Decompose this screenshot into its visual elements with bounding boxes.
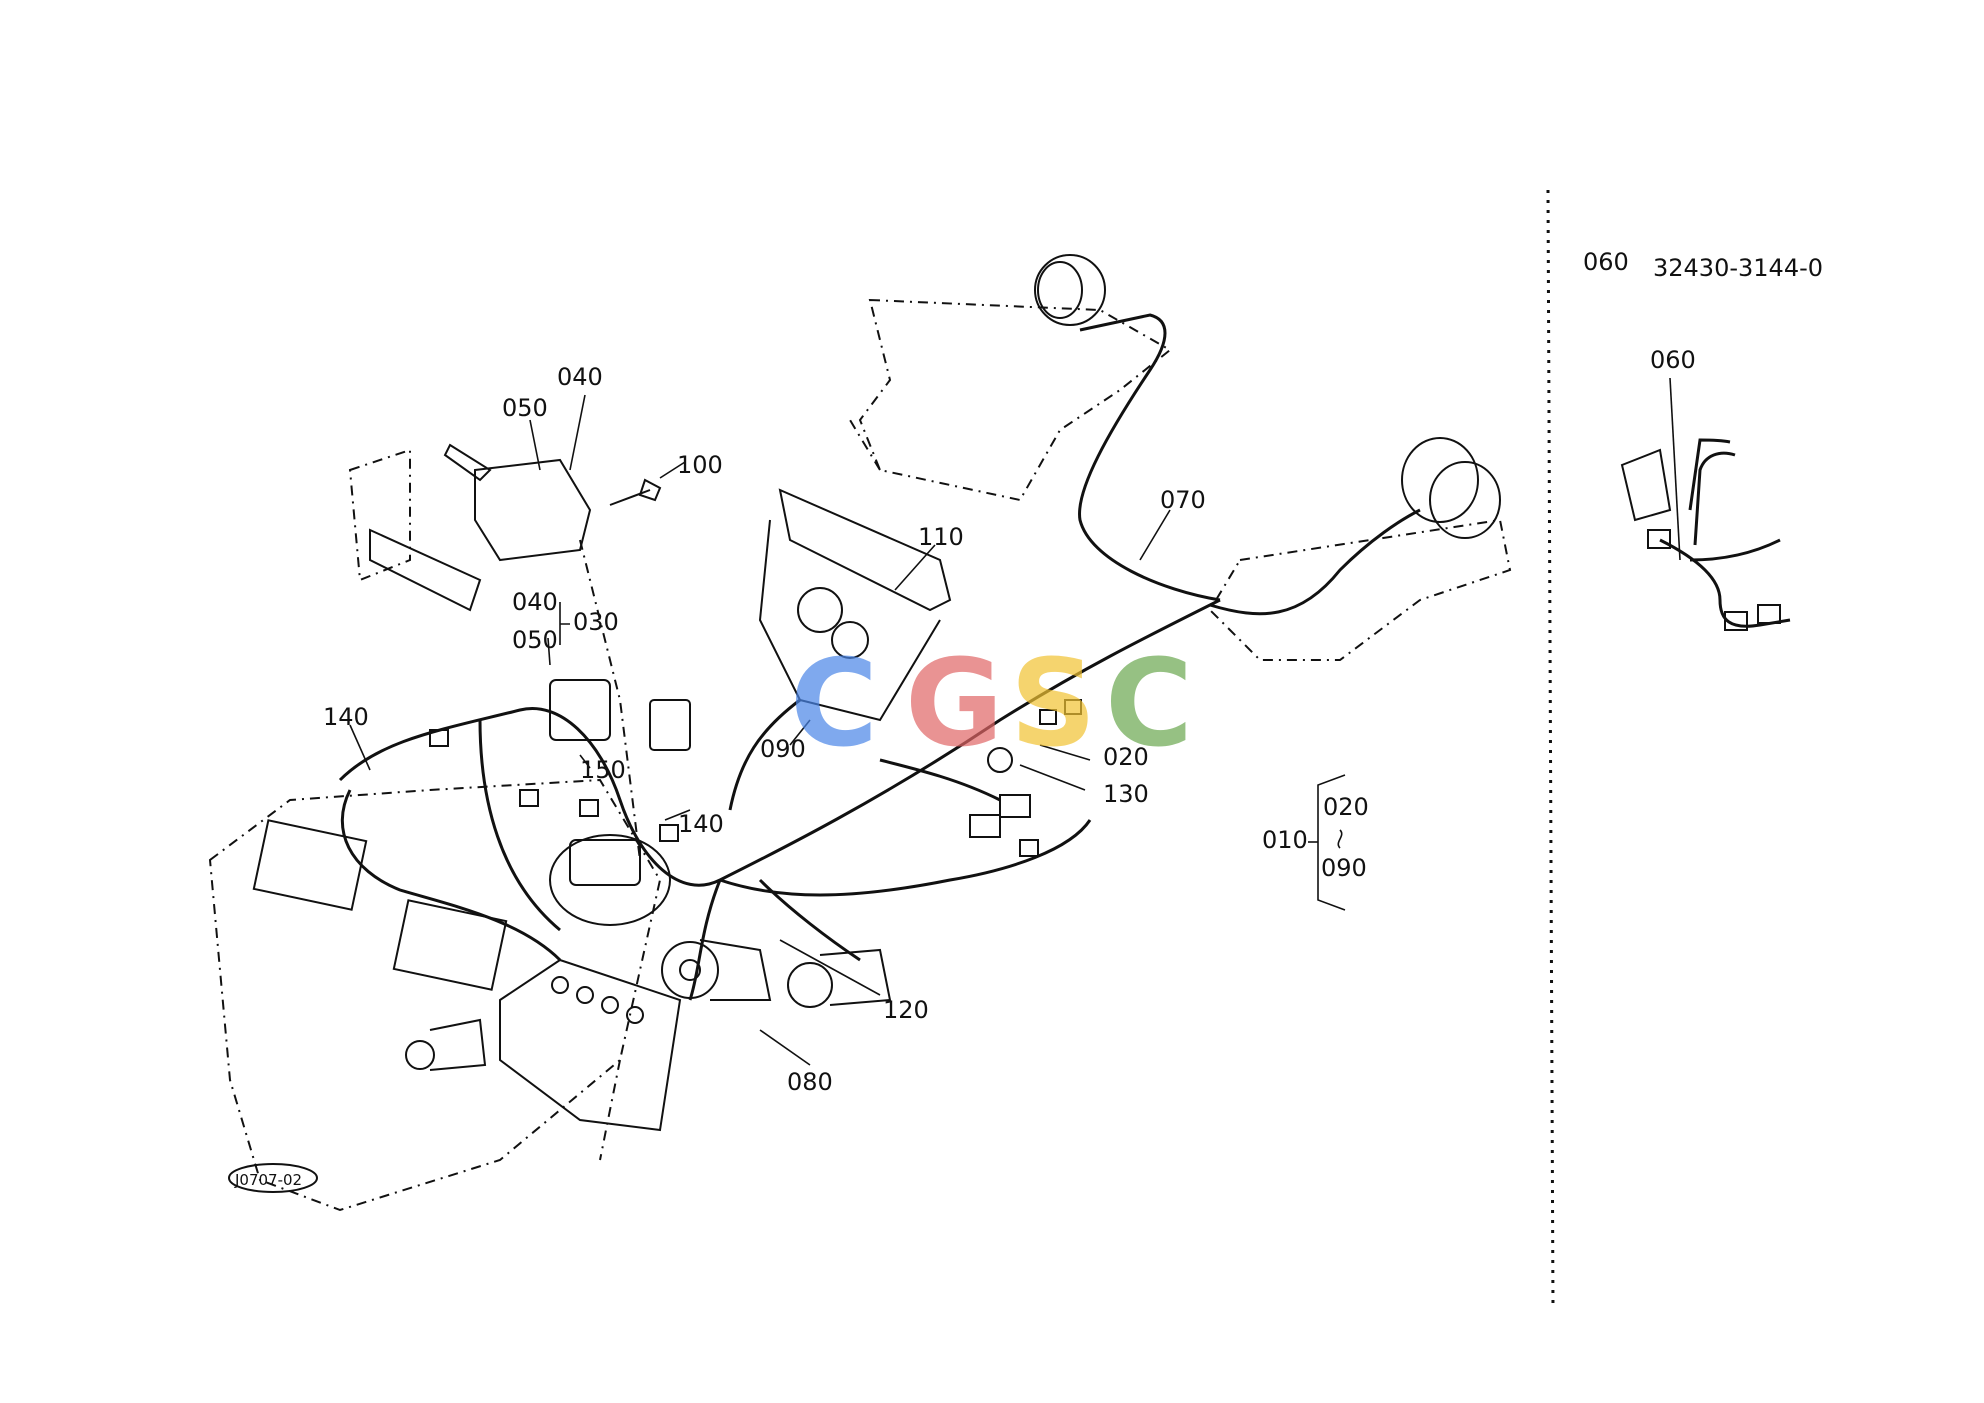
- callout-070: 070: [1160, 486, 1206, 514]
- horn: [405, 1018, 487, 1071]
- group-010-to: 090: [1321, 854, 1367, 882]
- watermark-letter-4: C: [1105, 635, 1193, 774]
- intake-heater: [569, 839, 641, 886]
- side-connector-3: [1757, 604, 1781, 624]
- starter-motor: [787, 948, 892, 1008]
- callout-130: 130: [1103, 780, 1149, 808]
- callout-140-left: 140: [323, 703, 369, 731]
- connectors: [429, 699, 1082, 857]
- callout-040-mid: 040: [512, 588, 558, 616]
- watermark-letter-1: C: [790, 635, 878, 774]
- side-panel-060: 060 32430-3144-0 060: [1583, 248, 1823, 631]
- alternator: [661, 939, 772, 1001]
- battery: [499, 958, 682, 1132]
- side-callout-060: 060: [1650, 346, 1696, 374]
- callout-140-mid: 140: [678, 810, 724, 838]
- side-relay: [1620, 448, 1672, 522]
- group-010-parent: 010: [1262, 826, 1308, 854]
- instrument-panel: [758, 488, 952, 722]
- side-part-number: 32430-3144-0: [1653, 254, 1823, 282]
- callout-110: 110: [918, 523, 964, 551]
- figure-code: J0707-02: [234, 1171, 302, 1189]
- callout-050-top: 050: [502, 394, 548, 422]
- callout-100: 100: [677, 451, 723, 479]
- callout-120: 120: [883, 996, 929, 1024]
- side-harness-main: [1659, 538, 1791, 628]
- right-fender-upper: [849, 254, 1172, 502]
- headlight-left: [252, 819, 368, 911]
- callout-080: 080: [787, 1068, 833, 1096]
- flasher-unit: [474, 458, 592, 562]
- callout-020: 020: [1103, 743, 1149, 771]
- callout-150: 150: [580, 756, 626, 784]
- panel-divider: [1546, 189, 1555, 1311]
- work-lamp-right: [1401, 437, 1479, 523]
- right-fender-lower: [1208, 437, 1512, 661]
- watermark-letter-2: G: [905, 635, 1004, 774]
- hood-and-grille: [208, 539, 662, 1212]
- callout-090: 090: [760, 735, 806, 763]
- headlight-right: [392, 899, 508, 991]
- leader-lines: [349, 394, 1171, 1066]
- group-010-from: 020: [1323, 793, 1369, 821]
- side-part-ref: 060: [1583, 248, 1629, 276]
- figure-code-badge: J0707-02: [228, 1163, 318, 1193]
- callout-030: 030: [573, 608, 619, 636]
- bracket-030: [559, 602, 570, 645]
- relay-bracket: [348, 443, 592, 612]
- side-connector-1: [1647, 529, 1671, 549]
- screw-100: [609, 478, 662, 506]
- group-010: 010 020 090: [1262, 774, 1369, 911]
- relay-box: [649, 699, 691, 751]
- main-wiring-harness: [338, 313, 1421, 1001]
- work-lamp-top: [1034, 254, 1106, 326]
- watermark-logo: C G S C: [790, 635, 1193, 774]
- side-connector-2: [1724, 611, 1748, 631]
- callout-050-mid: 050: [512, 626, 558, 654]
- callout-040-top: 040: [557, 363, 603, 391]
- watermark-letter-3: S: [1010, 635, 1096, 774]
